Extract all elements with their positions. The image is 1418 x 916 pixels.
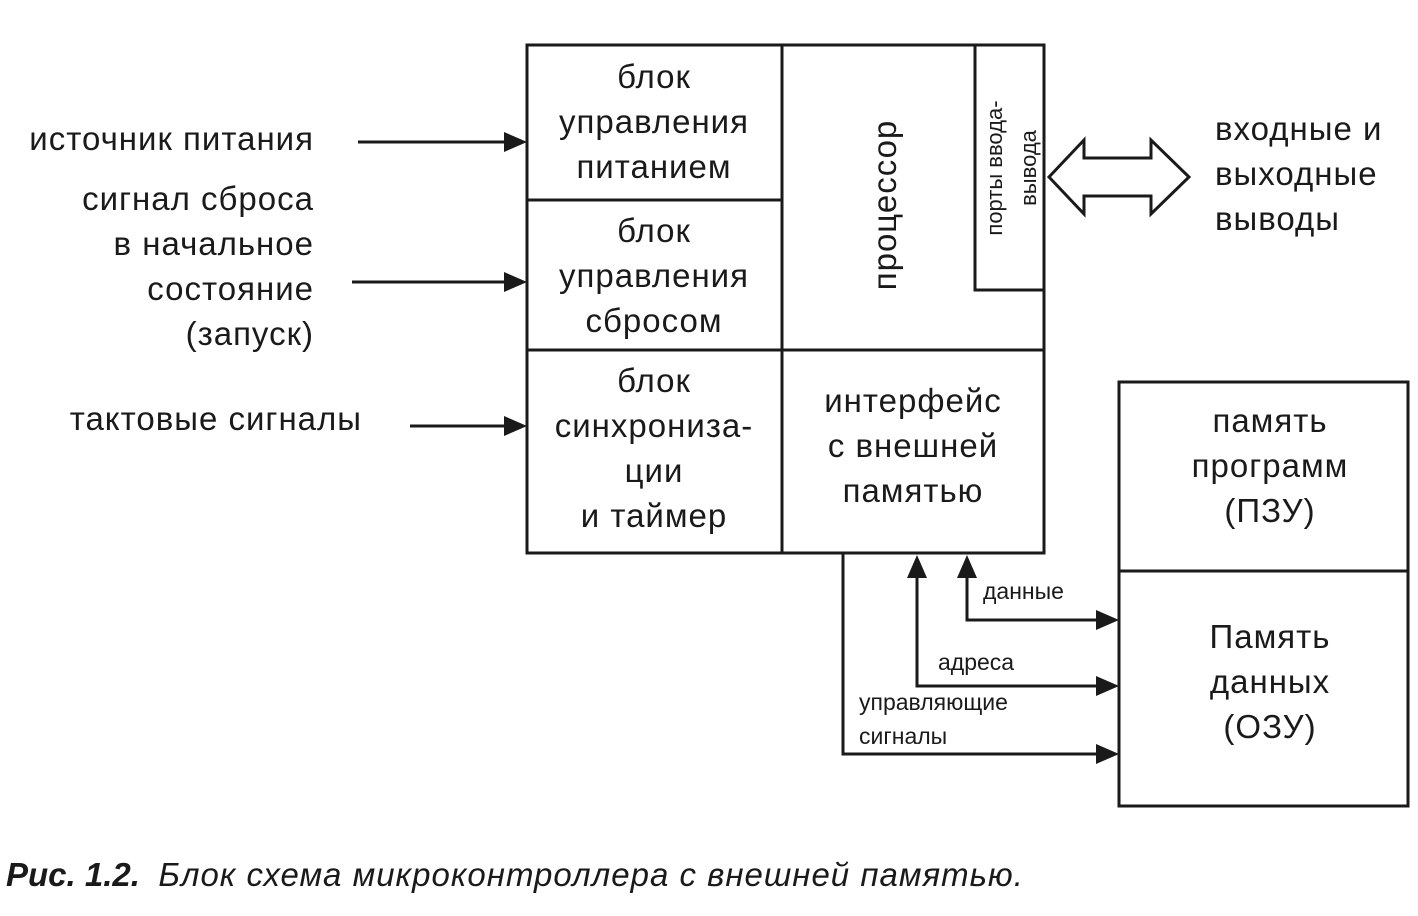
reset-signal-line-4: (запуск) — [186, 315, 314, 352]
control-bus-arrowhead-right — [1096, 744, 1119, 764]
microcontroller-outline — [525, 43, 1046, 555]
io-ports-line-1: порты ввода- — [982, 100, 1007, 235]
sync-timer-line-3: ции — [625, 452, 684, 489]
address-bus-arrowhead-up — [907, 555, 927, 578]
caption-row: Рис. 1.2. Блок схема микроконтроллера с … — [6, 856, 1024, 893]
external-memory-outline — [1117, 380, 1410, 808]
io-outputs-line-1: входные и — [1215, 110, 1382, 147]
program-memory-block: память программ (ПЗУ) — [1192, 402, 1349, 529]
clock-signals-label: тактовые сигналы — [70, 400, 362, 437]
reset-signal-line-1: сигнал сброса — [82, 180, 314, 217]
control-bus-label: управляющие сигналы — [859, 689, 1008, 749]
sync-timer-line-1: блок — [617, 362, 691, 399]
data-memory-line-2: данных — [1210, 663, 1330, 700]
program-memory-line-3: (ПЗУ) — [1224, 492, 1315, 529]
control-bus-line-2: сигналы — [859, 723, 947, 749]
data-bus-arrowhead-right — [1096, 610, 1119, 630]
ext-memory-line-2: с внешней — [828, 427, 998, 464]
control-bus-line — [841, 553, 1099, 756]
data-memory-block: Память данных (ОЗУ) — [1210, 618, 1331, 745]
reset-control-line-1: блок — [617, 212, 691, 249]
program-memory-line-2: программ — [1192, 447, 1349, 484]
io-outputs-label: входные и выходные выводы — [1215, 110, 1382, 237]
sync-timer-line-4: и таймер — [581, 497, 728, 534]
data-bus-line — [965, 575, 1099, 622]
address-bus-label: адреса — [938, 649, 1014, 675]
ext-memory-line-3: памятью — [843, 472, 984, 509]
address-bus-line — [915, 575, 1099, 688]
processor-label: процессор — [866, 120, 903, 291]
figure-caption: Рис. 1.2. Блок схема микроконтроллера с … — [6, 856, 1024, 893]
io-outputs-line-3: выводы — [1215, 200, 1340, 237]
power-control-line-2: управления — [559, 103, 749, 140]
control-bus-line-1: управляющие — [859, 689, 1008, 715]
power-control-block: блок управления питанием — [559, 58, 749, 185]
data-memory-line-3: (ОЗУ) — [1223, 708, 1316, 745]
caption-label: Рис. 1.2. — [6, 856, 140, 893]
io-bidirectional-arrow — [1046, 136, 1192, 218]
reset-control-block: блок управления сбросом — [559, 212, 749, 339]
io-ports-line-2: вывода — [1016, 129, 1041, 206]
power-control-line-1: блок — [617, 58, 691, 95]
ext-memory-interface-block: интерфейс с внешней памятью — [824, 382, 1002, 509]
data-memory-line-1: Память — [1210, 618, 1331, 655]
power-source-label: источник питания — [29, 120, 314, 157]
io-outputs-line-2: выходные — [1215, 155, 1378, 192]
reset-signal-line-3: состояние — [147, 270, 314, 307]
reset-control-line-2: управления — [559, 257, 749, 294]
clock-signals-arrowhead — [504, 416, 527, 436]
reset-signal-arrowhead — [504, 272, 527, 292]
data-bus-arrowhead-up — [957, 555, 977, 578]
reset-signal-label: сигнал сброса в начальное состояние (зап… — [82, 180, 314, 352]
data-bus-label: данные — [983, 578, 1064, 604]
address-bus-arrowhead-right — [1096, 676, 1119, 696]
sync-timer-line-2: синхрониза- — [555, 407, 754, 444]
io-ports-label: порты ввода- вывода — [982, 100, 1041, 235]
sync-timer-block: блок синхрониза- ции и таймер — [555, 362, 754, 534]
power-source-arrowhead — [504, 132, 527, 152]
io-ports-box — [973, 45, 1044, 292]
program-memory-line-1: память — [1212, 402, 1327, 439]
ext-memory-line-1: интерфейс — [824, 382, 1002, 419]
power-control-line-3: питанием — [576, 148, 731, 185]
reset-signal-line-2: в начальное — [114, 225, 314, 262]
caption-text: Блок схема микроконтроллера с внешней па… — [158, 856, 1024, 893]
reset-control-line-3: сбросом — [585, 302, 722, 339]
